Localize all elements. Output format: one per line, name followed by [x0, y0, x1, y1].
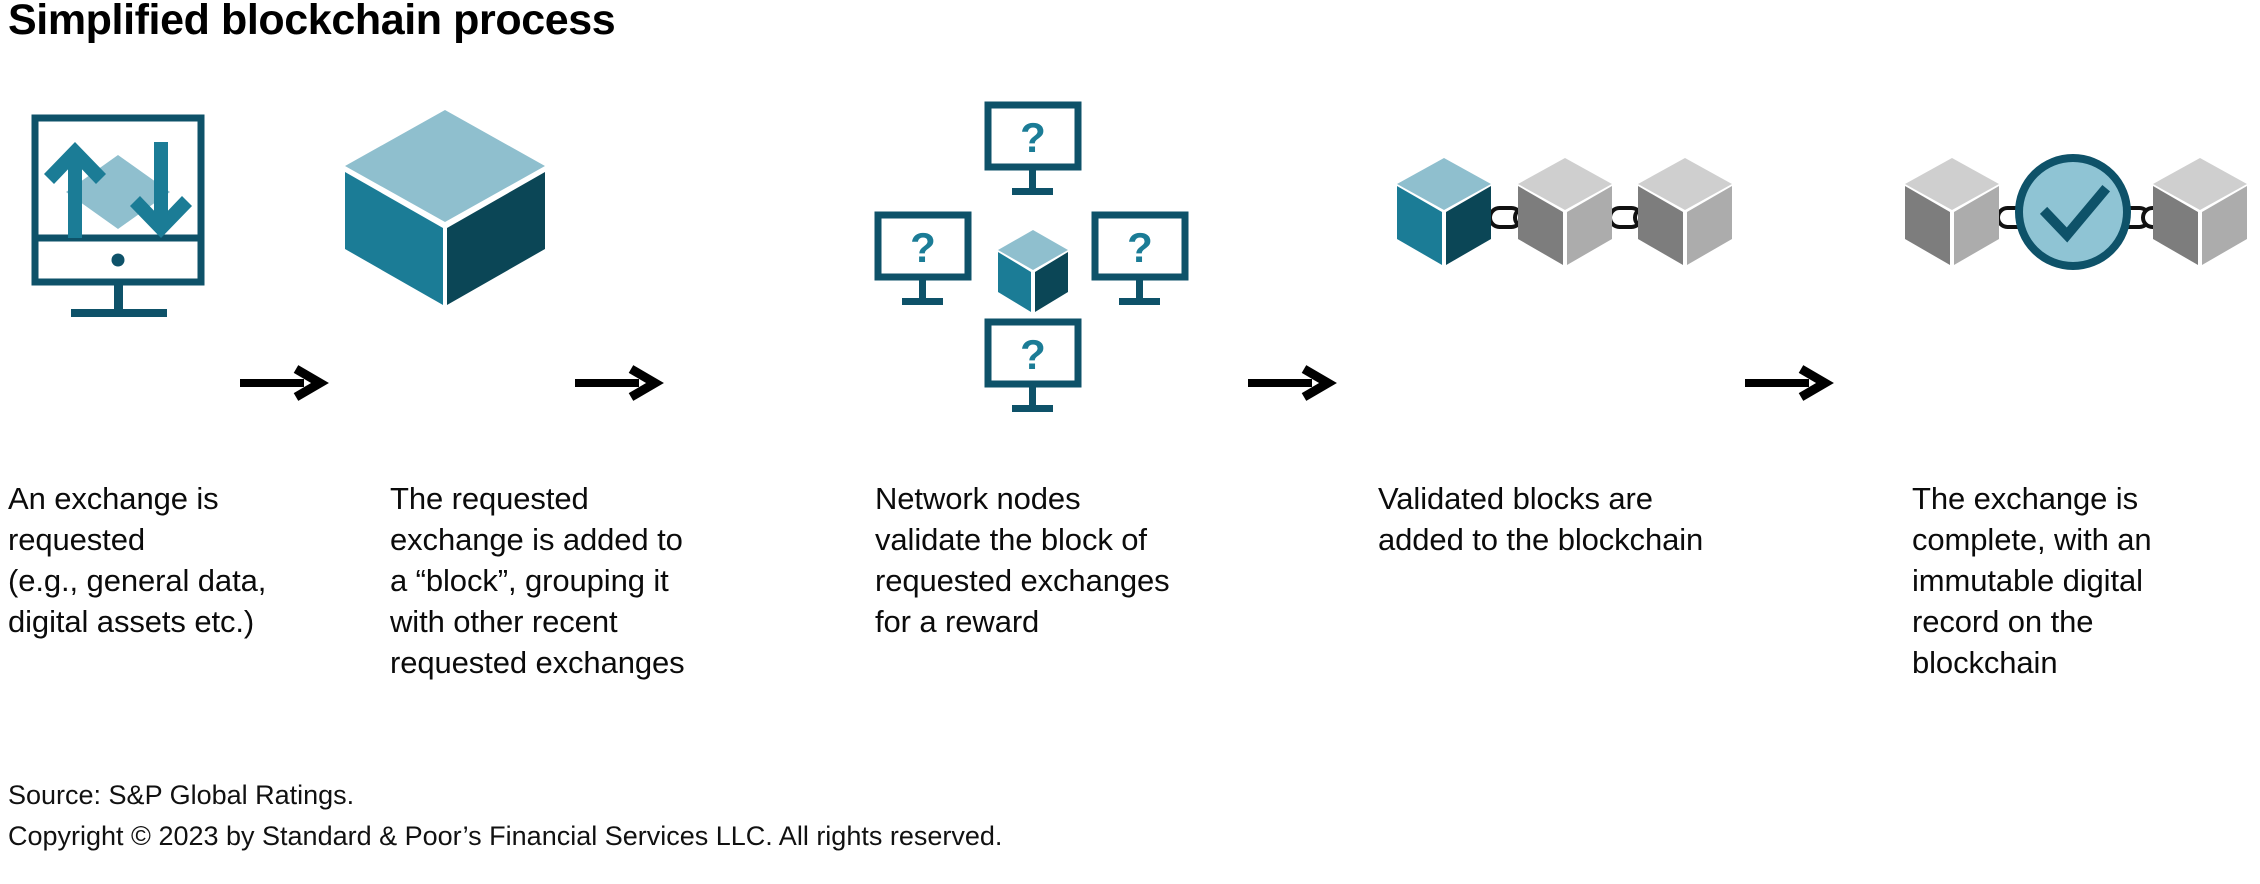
caption-step-2: The requested exchange is added to a “bl…	[390, 478, 690, 683]
caption-line: a “block”, grouping it	[390, 563, 669, 598]
caption-line: Validated blocks are	[1378, 481, 1653, 516]
caption-line: digital assets etc.)	[8, 604, 255, 639]
arrow-right-1	[240, 365, 329, 401]
caption-line: complete, with an	[1912, 522, 2152, 557]
block-gray-right	[2153, 158, 2247, 265]
caption-line: added to the blockchain	[1378, 522, 1704, 557]
node-monitor-right: ?	[1091, 211, 1189, 305]
caption-line: Network nodes	[875, 481, 1081, 516]
network-nodes-icon: ? ? ?	[855, 100, 1189, 412]
step-2-icon	[335, 100, 555, 340]
network-nodes-svg: ? ? ?	[874, 101, 1189, 412]
step-1-icon	[30, 100, 215, 340]
caption-line: An exchange is	[8, 481, 219, 516]
caption-line: record on the	[1912, 604, 2094, 639]
footer: Source: S&P Global Ratings. Copyright © …	[8, 775, 1002, 857]
step-5-icon	[1900, 100, 2260, 340]
caption-step-1: An exchange is requested (e.g., general …	[8, 478, 268, 642]
verified-block-svg	[1905, 154, 2247, 270]
arrow-right-3	[1248, 365, 1337, 401]
caption-step-4: Validated blocks are added to the blockc…	[1378, 478, 1778, 560]
arrow-right-2	[575, 365, 664, 401]
page-title: Simplified blockchain process	[8, 0, 616, 44]
caption-line: validate the block of	[875, 522, 1147, 557]
arrow-right-4	[1745, 365, 1834, 401]
block-gray-1	[1518, 158, 1612, 265]
center-cube-icon	[998, 230, 1068, 312]
step-4-icon	[1378, 100, 1732, 340]
caption-line: requested	[8, 522, 145, 557]
verified-block-icon	[1900, 100, 2260, 340]
step-icon-row: ? ? ?	[0, 100, 2260, 430]
blockchain-link-svg	[1397, 158, 1732, 265]
block-cube-icon	[335, 100, 555, 340]
blockchain-link-icon	[1378, 100, 1732, 340]
caption-line: The exchange is	[1912, 481, 2138, 516]
caption-line: (e.g., general data,	[8, 563, 267, 598]
caption-line: requested exchanges	[875, 563, 1170, 598]
footer-source: Source: S&P Global Ratings.	[8, 780, 355, 810]
caption-line: with other recent	[390, 604, 618, 639]
monitor-exchange-icon	[30, 100, 215, 340]
block-gray-2	[1638, 158, 1732, 265]
node-monitor-left: ?	[874, 211, 972, 305]
footer-copyright: Copyright © 2023 by Standard & Poor’s Fi…	[8, 821, 1003, 851]
caption-step-3: Network nodes validate the block of requ…	[875, 478, 1175, 642]
monitor-exchange-svg	[31, 114, 205, 317]
step-3-icon: ? ? ?	[855, 100, 1189, 412]
caption-line: The requested	[390, 481, 589, 516]
block-gray-left	[1905, 158, 1999, 265]
node-monitor-top: ?	[984, 101, 1082, 195]
caption-line: immutable digital	[1912, 563, 2143, 598]
validated-block-teal	[1397, 158, 1491, 265]
check-badge-icon	[2015, 154, 2131, 270]
node-monitor-bottom: ?	[984, 318, 1082, 412]
caption-line: blockchain	[1912, 645, 2058, 680]
caption-line: for a reward	[875, 604, 1040, 639]
svg-text:?: ?	[1020, 114, 1046, 161]
caption-line: exchange is added to	[390, 522, 683, 557]
caption-line: requested exchanges	[390, 645, 685, 680]
svg-text:?: ?	[910, 224, 936, 271]
block-cube-svg	[343, 110, 547, 305]
svg-text:?: ?	[1020, 331, 1046, 378]
svg-text:?: ?	[1127, 224, 1153, 271]
caption-step-5: The exchange is complete, with an immuta…	[1912, 478, 2242, 683]
